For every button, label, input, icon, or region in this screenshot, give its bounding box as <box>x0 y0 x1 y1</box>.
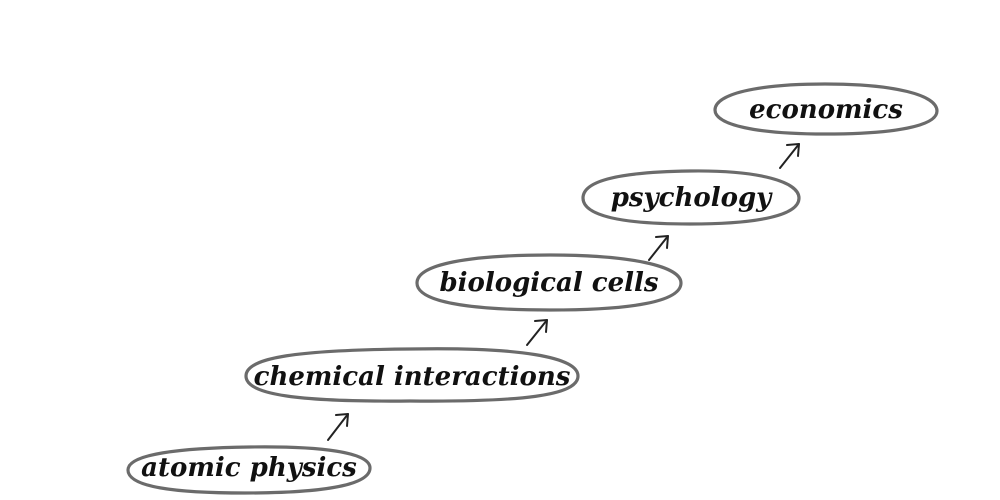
node-outline-economics <box>713 82 939 136</box>
arrow-atomic-to-chemical <box>327 413 349 441</box>
node-outline-biological-cells <box>415 253 683 312</box>
arrow-biological-to-psychology <box>648 235 669 261</box>
arrow-psychology-to-economics <box>779 143 800 169</box>
node-outline-psychology <box>581 169 801 226</box>
node-outline-chemical-interactions <box>244 347 580 403</box>
node-label-atomic-physics: atomic physics <box>141 453 357 483</box>
node-label-psychology: psychology <box>610 183 772 213</box>
arrow-chemical-to-biological <box>526 319 548 346</box>
node-label-economics: economics <box>749 95 903 125</box>
node-label-biological-cells: biological cells <box>439 268 659 298</box>
node-outline-atomic-physics <box>126 445 372 495</box>
node-label-chemical-interactions: chemical interactions <box>253 362 571 392</box>
